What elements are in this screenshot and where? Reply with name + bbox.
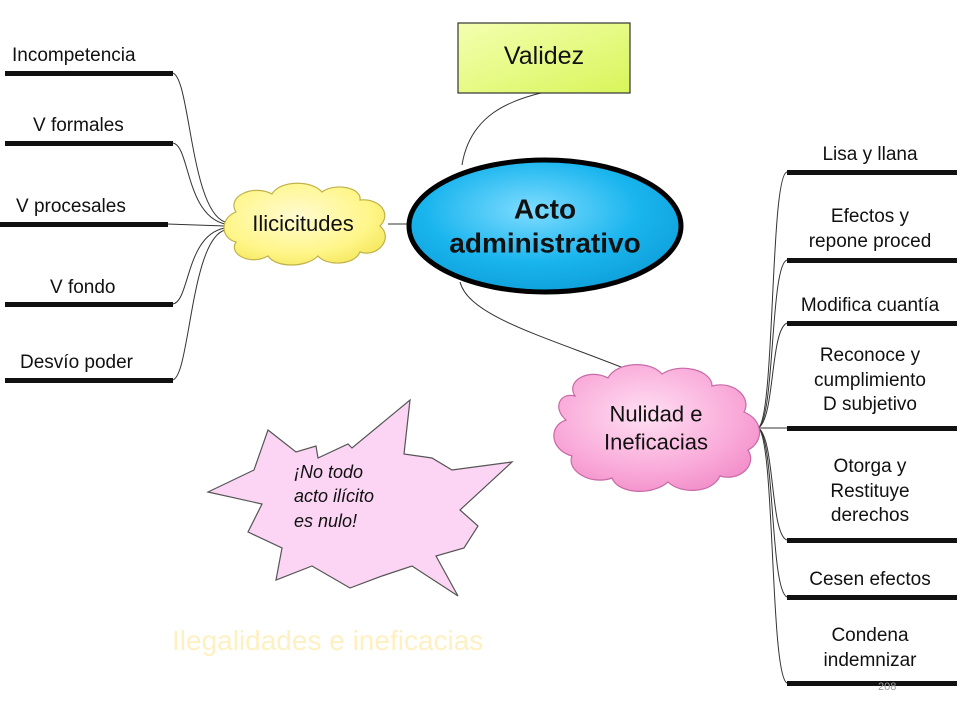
validez-box <box>457 22 631 94</box>
right-item-condena: Condena indemnizar <box>823 625 917 671</box>
left-item-v-procesales: V procesales <box>16 196 126 217</box>
left-bars <box>0 71 173 383</box>
left-item-desvio-poder: Desvío poder <box>20 352 134 373</box>
callout-text: ¡No todo acto ilícito es nulo! <box>294 462 375 531</box>
central-ellipse <box>406 157 684 295</box>
ilicicitudes-label: Ilicicitudes <box>252 210 354 236</box>
right-item-efectos: Efectos y repone proced <box>808 206 932 252</box>
central-label: Acto administrativo <box>449 193 641 258</box>
right-item-lisa-y-llana: Lisa y llana <box>822 144 918 165</box>
callout-burst <box>206 398 514 597</box>
right-bars <box>787 170 957 686</box>
right-item-otorga: Otorga y Restituye derechos <box>830 456 910 527</box>
left-item-incompetencia: Incompetencia <box>12 45 136 66</box>
ilicicitudes-cloud <box>223 182 386 266</box>
right-item-reconoce: Reconoce y cumplimiento D subjetivo <box>814 345 926 416</box>
slide-number: 208 <box>878 681 897 693</box>
right-item-cesen-efectos: Cesen efectos <box>809 569 931 590</box>
nulidad-label: Nulidad e Ineficacias <box>604 401 708 455</box>
nulidad-cloud <box>553 364 761 492</box>
right-connectors <box>757 171 788 684</box>
slide-footer-title: Ilegalidades e ineficacias <box>172 625 484 656</box>
left-item-v-formales: V formales <box>33 115 124 136</box>
left-item-v-fondo: V fondo <box>50 277 116 298</box>
validez-label: Validez <box>503 42 585 70</box>
right-item-modifica-cuantia: Modifica cuantía <box>800 295 940 316</box>
left-connectors <box>166 72 226 381</box>
